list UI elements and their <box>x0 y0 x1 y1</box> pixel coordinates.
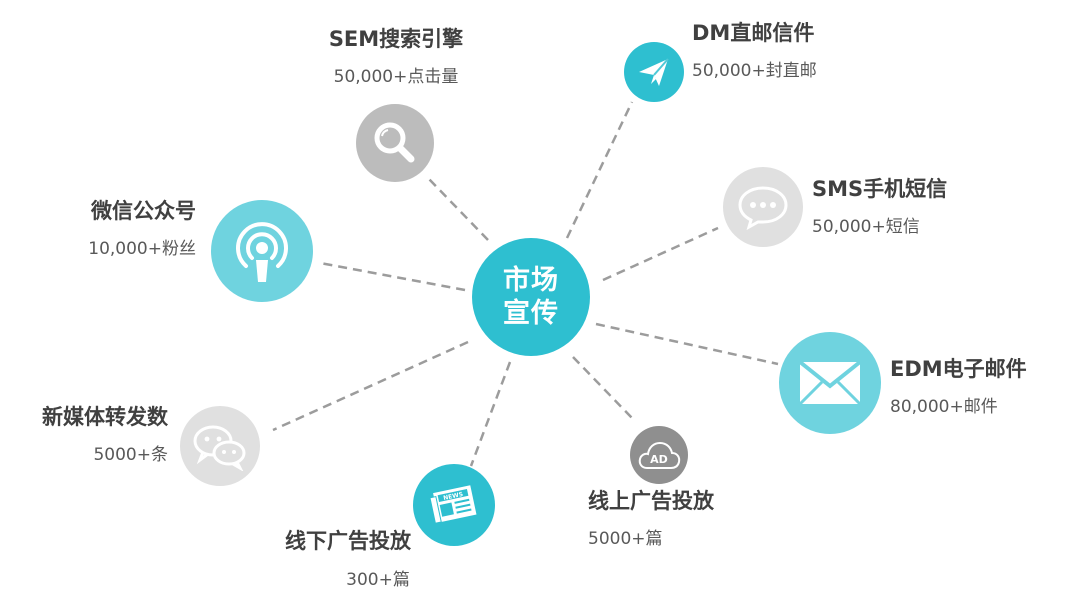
sms-value: 50,000+短信 <box>812 217 920 237</box>
label-wechat: 微信公众号 10,000+粉丝 <box>40 198 196 260</box>
node-dm <box>624 42 684 102</box>
label-offline-ads: 线下广告投放 <box>268 528 428 554</box>
node-offline-ads: NEWS <box>413 464 495 546</box>
ad-cloud-text: AD <box>650 453 668 466</box>
newmedia-title: 新媒体转发数 <box>42 405 168 429</box>
connector-online <box>572 356 633 419</box>
dm-value: 50,000+封直邮 <box>692 61 817 81</box>
connector-offline <box>469 361 512 467</box>
label-edm: EDM电子邮件 80,000+邮件 <box>890 356 1027 418</box>
connector-newmedia <box>272 340 469 432</box>
node-online-ads: AD <box>630 426 688 484</box>
online-ads-value: 5000+篇 <box>588 529 663 549</box>
hub-label-line2: 宣传 <box>503 298 559 329</box>
edm-title: EDM电子邮件 <box>890 357 1027 381</box>
hub-label-line1: 市场 <box>503 265 559 296</box>
ad-cloud-icon: AD <box>638 441 681 469</box>
node-newmedia <box>180 406 260 486</box>
online-ads-title: 线上广告投放 <box>588 489 714 513</box>
newspaper-icon: NEWS <box>429 485 477 524</box>
node-sem <box>356 104 434 182</box>
offline-ads-value: 300+篇 <box>346 570 410 590</box>
connector-sem <box>427 177 489 241</box>
hub-node: 市场 宣传 <box>472 238 590 356</box>
label-newmedia: 新媒体转发数 5000+条 <box>10 404 168 466</box>
edm-value: 80,000+邮件 <box>890 397 998 417</box>
paper-plane-icon <box>639 58 669 86</box>
dm-title: DM直邮信件 <box>692 21 815 45</box>
chat-bubble-icon <box>738 186 788 230</box>
newmedia-value: 5000+条 <box>93 445 168 465</box>
connector-edm <box>595 322 779 366</box>
node-wechat <box>211 200 313 302</box>
sem-value: 50,000+点击量 <box>333 67 459 87</box>
label-sms: SMS手机短信 50,000+短信 <box>812 176 947 238</box>
envelope-icon <box>798 360 862 406</box>
connector-wechat <box>319 261 466 292</box>
node-sms <box>723 167 803 247</box>
label-online-ads: 线上广告投放 5000+篇 <box>588 488 714 550</box>
connector-sms <box>602 226 719 282</box>
sem-title: SEM搜索引擎 <box>328 27 464 51</box>
magnifier-icon <box>374 122 415 163</box>
label-dm: DM直邮信件 50,000+封直邮 <box>692 20 817 82</box>
sms-title: SMS手机短信 <box>812 177 948 201</box>
connector-dm <box>565 101 634 239</box>
wechat-icon <box>193 425 246 471</box>
podcast-icon <box>236 222 288 282</box>
offline-ads-title: 线下广告投放 <box>285 529 411 553</box>
wechat-value: 10,000+粉丝 <box>88 239 196 259</box>
wechat-title: 微信公众号 <box>91 199 196 223</box>
newspaper-text: NEWS <box>443 491 464 502</box>
label-offline-ads-value: 300+篇 <box>298 569 458 591</box>
label-sem: SEM搜索引擎 50,000+点击量 <box>316 26 476 88</box>
node-edm <box>779 332 881 434</box>
